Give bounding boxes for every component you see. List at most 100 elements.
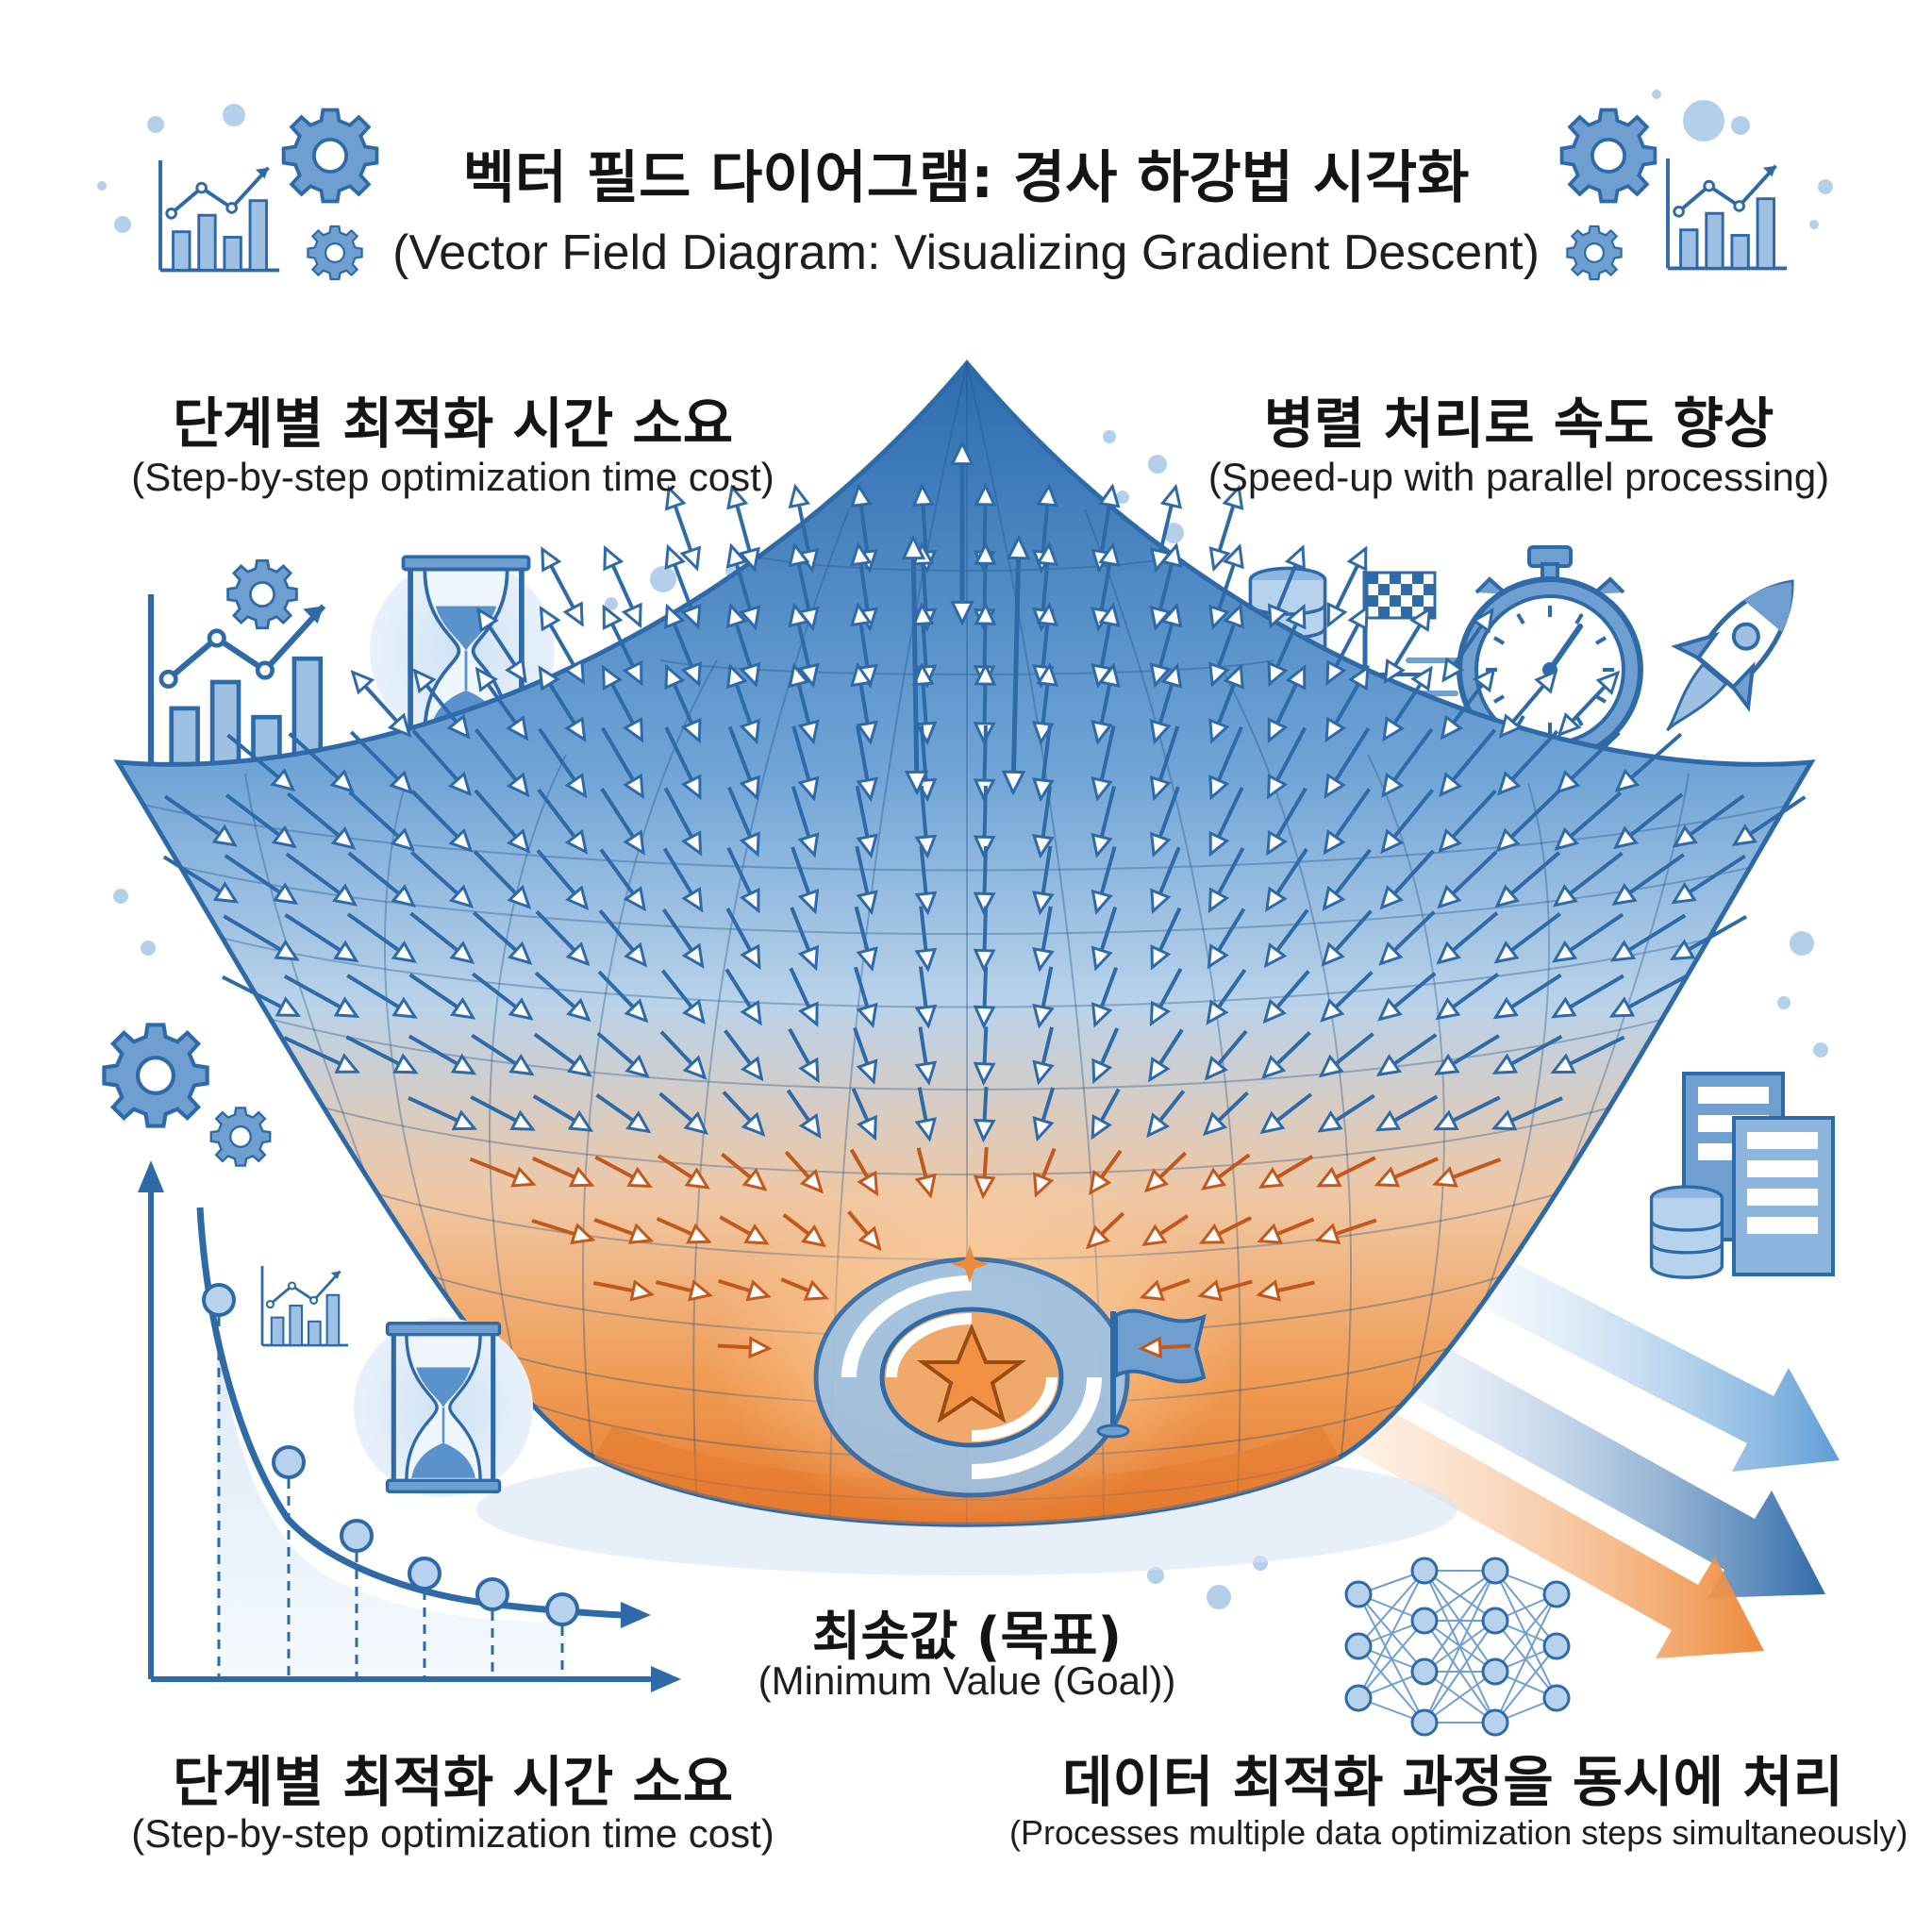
vector-arrowhead — [797, 719, 820, 745]
vector-arrowhead — [684, 1167, 710, 1190]
vector-arrowhead — [798, 1057, 820, 1084]
vector-arrowhead — [505, 658, 527, 684]
vector-arrowhead — [390, 827, 415, 852]
vector-arrowhead — [849, 661, 873, 688]
network-node — [1410, 1607, 1439, 1635]
vector-arrowhead — [1091, 776, 1113, 802]
vector-arrowhead — [270, 768, 296, 792]
vector-arrowhead — [680, 830, 703, 857]
vector-arrowhead — [745, 1279, 772, 1302]
vector-arrowhead — [447, 771, 473, 797]
vector-arrowhead — [1285, 664, 1307, 691]
vector-arrowhead — [627, 1223, 655, 1244]
vector-arrowhead — [681, 999, 706, 1024]
vector-arrowhead — [1001, 770, 1026, 796]
vector-arrowhead — [1347, 605, 1369, 631]
vector-arrowhead — [1146, 1112, 1171, 1139]
vector-arrowhead — [680, 717, 702, 744]
vector-arrowhead — [1208, 604, 1230, 630]
vector-arrowhead — [797, 662, 820, 689]
vector-arrowhead — [212, 881, 240, 904]
vector-arrowhead — [914, 1060, 938, 1086]
neural-network-icon — [1344, 1557, 1571, 1737]
vector-arrowhead — [451, 1109, 478, 1131]
network-node — [1344, 1684, 1373, 1712]
vector-arrowhead — [856, 1002, 878, 1029]
vector-arrowhead — [857, 1170, 879, 1197]
network-node — [1410, 1557, 1439, 1585]
vector-arrowhead — [1201, 1167, 1227, 1191]
vector-arrowhead — [1149, 606, 1172, 631]
time-cost-chart — [138, 1160, 681, 1692]
bottom-right-heading-english: (Processes multiple data optimization st… — [1009, 1813, 1908, 1852]
vector-arrowhead — [1438, 828, 1462, 854]
vector-arrowhead — [1033, 1172, 1055, 1198]
gear-icon — [226, 558, 298, 630]
vector-arrowhead — [797, 832, 820, 858]
vector-arrowhead — [1208, 774, 1230, 801]
title-korean: 벡터 필드 다이어그램: 경사 하강법 시각화 — [462, 145, 1470, 211]
vector-arrowhead — [856, 1114, 877, 1141]
vector-arrowhead — [1432, 1166, 1458, 1188]
vector-arrowhead — [914, 947, 938, 973]
vector-arrowhead — [748, 1336, 773, 1359]
network-node — [1481, 1607, 1509, 1635]
top-left-heading-english: (Step-by-step optimization time cost) — [131, 455, 774, 499]
vector-arrowhead — [564, 773, 588, 799]
vector-arrowhead — [1498, 713, 1523, 739]
vector-arrowhead — [725, 542, 748, 569]
vector-arrowhead — [1207, 943, 1229, 970]
vector-arrowhead — [973, 1118, 996, 1143]
vector-arrowhead — [625, 1110, 652, 1134]
vector-arrowhead — [797, 775, 820, 802]
vector-arrowhead — [1324, 716, 1347, 743]
network-edge — [1424, 1671, 1496, 1724]
vector-arrowhead — [1032, 891, 1055, 916]
vector-arrowhead — [391, 940, 417, 964]
vector-arrowhead — [1149, 719, 1172, 745]
vector-arrowhead — [788, 541, 810, 568]
vector-arrowhead — [801, 1224, 826, 1248]
network-edge — [1494, 1645, 1557, 1724]
vector-arrowhead — [1534, 669, 1558, 694]
vector-arrowhead — [275, 996, 302, 1017]
vector-arrowhead — [725, 663, 748, 690]
vector-arrowhead — [568, 1166, 595, 1188]
vector-arrowhead — [539, 606, 561, 632]
vector-arrowhead — [803, 1279, 829, 1301]
vector-arrowhead — [739, 605, 761, 631]
vector-arrowhead — [1098, 541, 1121, 567]
vector-arrowhead — [1266, 774, 1289, 800]
vector-arrowhead — [1284, 544, 1307, 571]
top-left-heading-korean: 단계별 최적화 시간 소요 — [172, 391, 734, 456]
vector-arrowhead — [1550, 1053, 1576, 1074]
vector-arrowhead — [1379, 885, 1404, 910]
vector-arrowhead — [506, 715, 529, 741]
vector-arrowhead — [566, 1054, 592, 1077]
vector-arrowhead — [1257, 1166, 1285, 1189]
vector-arrowhead — [623, 886, 646, 912]
vector-arrowhead — [739, 774, 760, 801]
vector-arrowhead — [1256, 1279, 1281, 1302]
vector-arrowhead — [739, 661, 761, 688]
vector-arrowhead — [448, 827, 474, 853]
vector-arrowhead — [1097, 483, 1121, 508]
vector-arrowhead — [911, 601, 935, 626]
network-edge — [1424, 1570, 1496, 1622]
vector-arrowhead — [1471, 608, 1494, 634]
vector-arrowhead — [1036, 601, 1059, 626]
vector-arrowhead — [1381, 772, 1405, 798]
vector-arrowhead — [797, 889, 820, 915]
vector-arrowhead — [682, 1055, 708, 1080]
vector-arrowhead — [1374, 1166, 1401, 1188]
network-edge — [1494, 1593, 1557, 1673]
vector-arrowhead — [329, 769, 355, 793]
vector-arrowhead — [1322, 885, 1346, 911]
vector-arrowhead — [1495, 827, 1521, 853]
vector-arrowhead — [1265, 886, 1288, 912]
vector-arrowhead — [1435, 997, 1461, 1021]
vector-arrowhead — [1208, 830, 1230, 858]
vector-arrowhead — [621, 602, 642, 629]
vector-arrowhead — [856, 890, 878, 916]
